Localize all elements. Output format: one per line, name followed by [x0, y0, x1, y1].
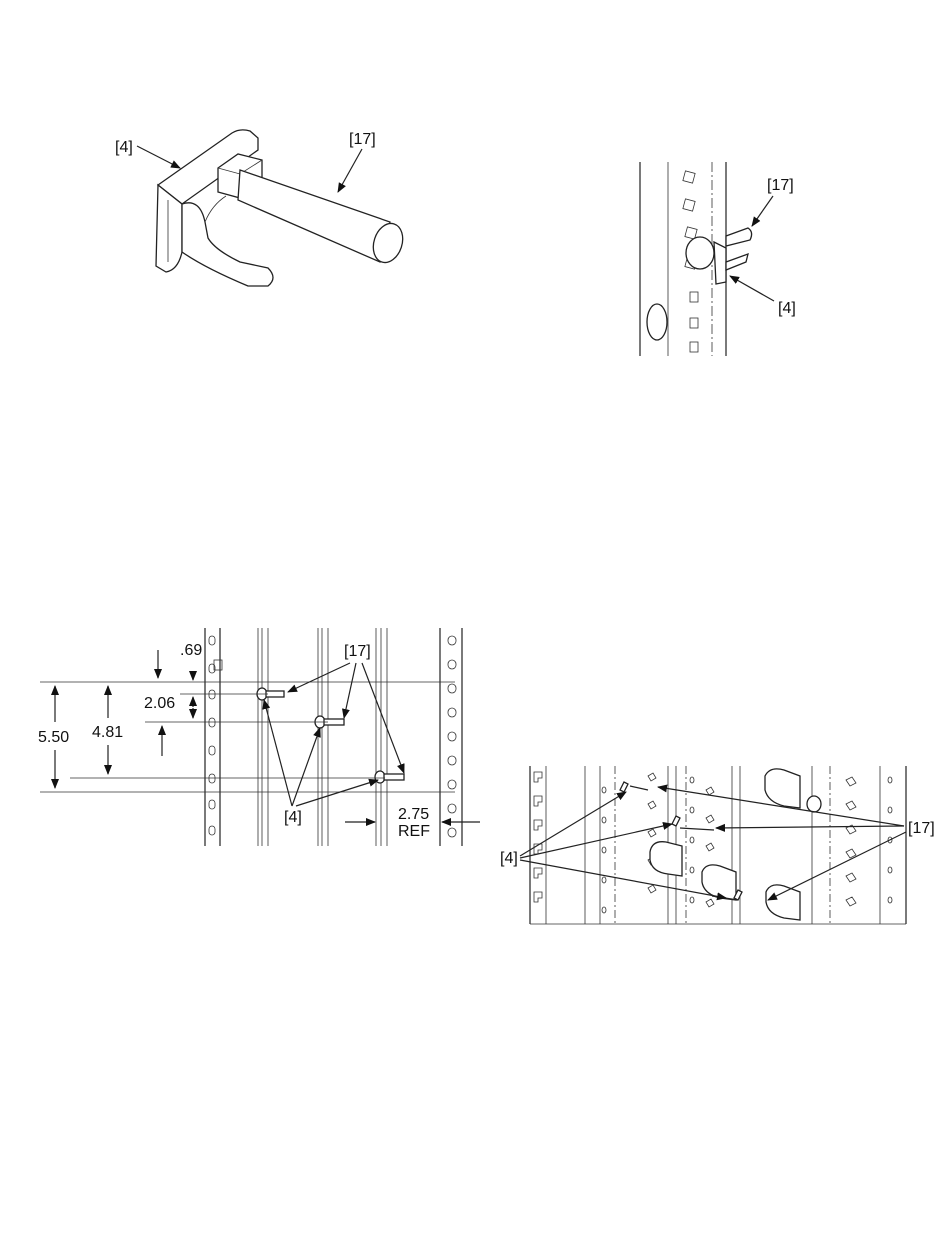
dim-481: 4.81 — [92, 724, 123, 741]
dim-275: 2.75 — [398, 806, 429, 823]
pin-stub-upper — [726, 228, 752, 246]
callout-17-view4: [17] — [908, 820, 935, 837]
dim-069: .69 — [180, 642, 202, 659]
leader-part4-view1 — [137, 146, 180, 168]
callout-4-view1: [4] — [115, 139, 133, 156]
rail-round-hole — [647, 304, 667, 340]
callout-4-view2: [4] — [778, 300, 796, 317]
bracket-round — [686, 237, 714, 269]
bracket-saddle — [182, 203, 273, 286]
bracket-clip — [714, 242, 726, 284]
dim-206: 2.06 — [144, 695, 175, 712]
pin-stub-lower — [726, 254, 748, 270]
callout-17-view1: [17] — [349, 131, 376, 148]
dim-ref: REF — [398, 823, 430, 840]
pin-on-rail-view: [17] [4] — [640, 162, 796, 356]
callout-17-view3: [17] — [344, 643, 371, 660]
callout-17-view2: [17] — [767, 177, 794, 194]
dim-550: 5.50 — [38, 729, 69, 746]
isometric-pin-bracket-view: [4] [17] — [115, 130, 407, 286]
leader-part17-view1 — [338, 149, 362, 192]
pin-assemblies — [257, 688, 404, 783]
callout-4-view3: [4] — [284, 809, 302, 826]
front-elevation-dimension-view: .69 2.06 4.81 5.50 2.75 REF [17] [4] — [38, 628, 480, 846]
callout-4-view4: [4] — [500, 850, 518, 867]
pin-shaft — [238, 170, 390, 262]
isometric-rack-view: [4] [17] — [500, 766, 935, 924]
